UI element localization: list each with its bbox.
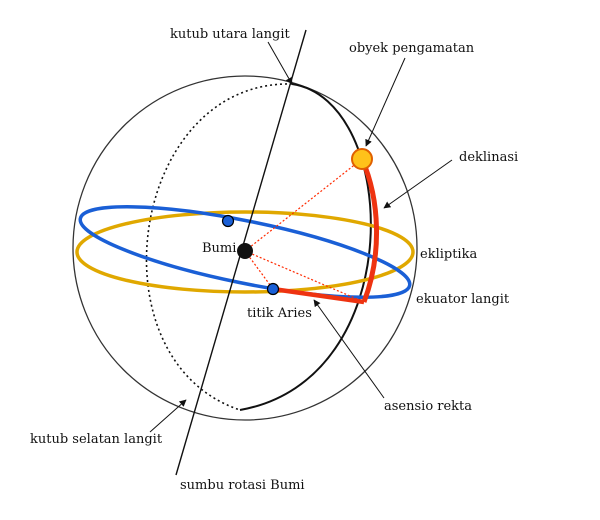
right-ascension-arc	[272, 286, 365, 305]
label-declination: deklinasi	[459, 150, 518, 165]
arrow-declination	[383, 159, 453, 209]
label-observed-object: obyek pengamatan	[349, 41, 475, 56]
arrow-north-pole	[267, 41, 293, 85]
label-ecliptic: ekliptika	[420, 247, 477, 262]
celestial-equator-ring	[78, 205, 412, 299]
hour-circle-front	[239, 83, 372, 411]
line-to-equator-point	[244, 250, 365, 303]
label-right-ascension: asensio rekta	[384, 399, 472, 414]
label-aries-point: titik Aries	[247, 306, 312, 321]
observed-object-marker	[351, 148, 373, 170]
declination-arc	[359, 157, 380, 303]
arrow-south-pole	[149, 399, 187, 433]
line-to-object	[244, 158, 363, 252]
label-celestial-equator: ekuator langit	[416, 292, 510, 307]
label-earth: Bumi	[202, 241, 236, 256]
ecliptic-ring	[75, 210, 415, 294]
hour-circle-back	[145, 83, 293, 411]
label-north-celestial-pole: kutub utara langit	[170, 27, 291, 42]
label-earth-rotation-axis: sumbu rotasi Bumi	[180, 478, 305, 493]
node-point-back	[221, 214, 235, 228]
celestial-sphere	[72, 75, 418, 421]
label-south-celestial-pole: kutub selatan langit	[30, 432, 163, 447]
arrow-right-ascension	[313, 299, 385, 399]
arrow-observed-object	[365, 57, 406, 147]
aries-point-marker	[266, 282, 280, 296]
earth-marker	[237, 243, 253, 259]
